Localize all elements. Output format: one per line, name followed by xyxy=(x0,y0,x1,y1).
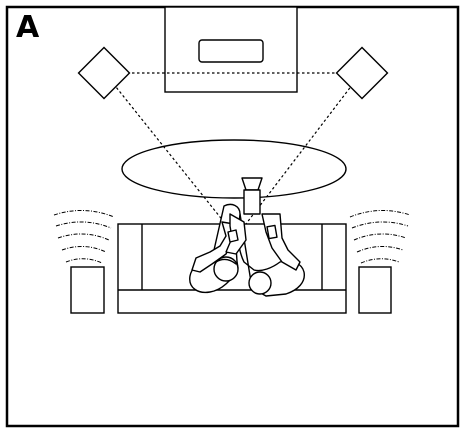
tv-speaker xyxy=(198,39,264,63)
surround-speaker-left xyxy=(70,266,105,314)
listener-left-head xyxy=(213,256,239,282)
listeners xyxy=(189,177,305,297)
surround-speaker-right xyxy=(358,266,392,314)
front-speaker-right xyxy=(335,46,389,100)
listening-area xyxy=(121,139,347,199)
tv xyxy=(164,6,298,93)
sound-waves-right xyxy=(349,210,411,264)
tv-screen xyxy=(164,6,298,93)
front-speaker-left xyxy=(77,46,131,100)
sound-waves-left xyxy=(53,210,115,264)
listening-triangle xyxy=(103,71,363,238)
lamp xyxy=(241,177,263,191)
listener-right-head xyxy=(248,271,272,295)
panel-label: A xyxy=(16,10,40,45)
